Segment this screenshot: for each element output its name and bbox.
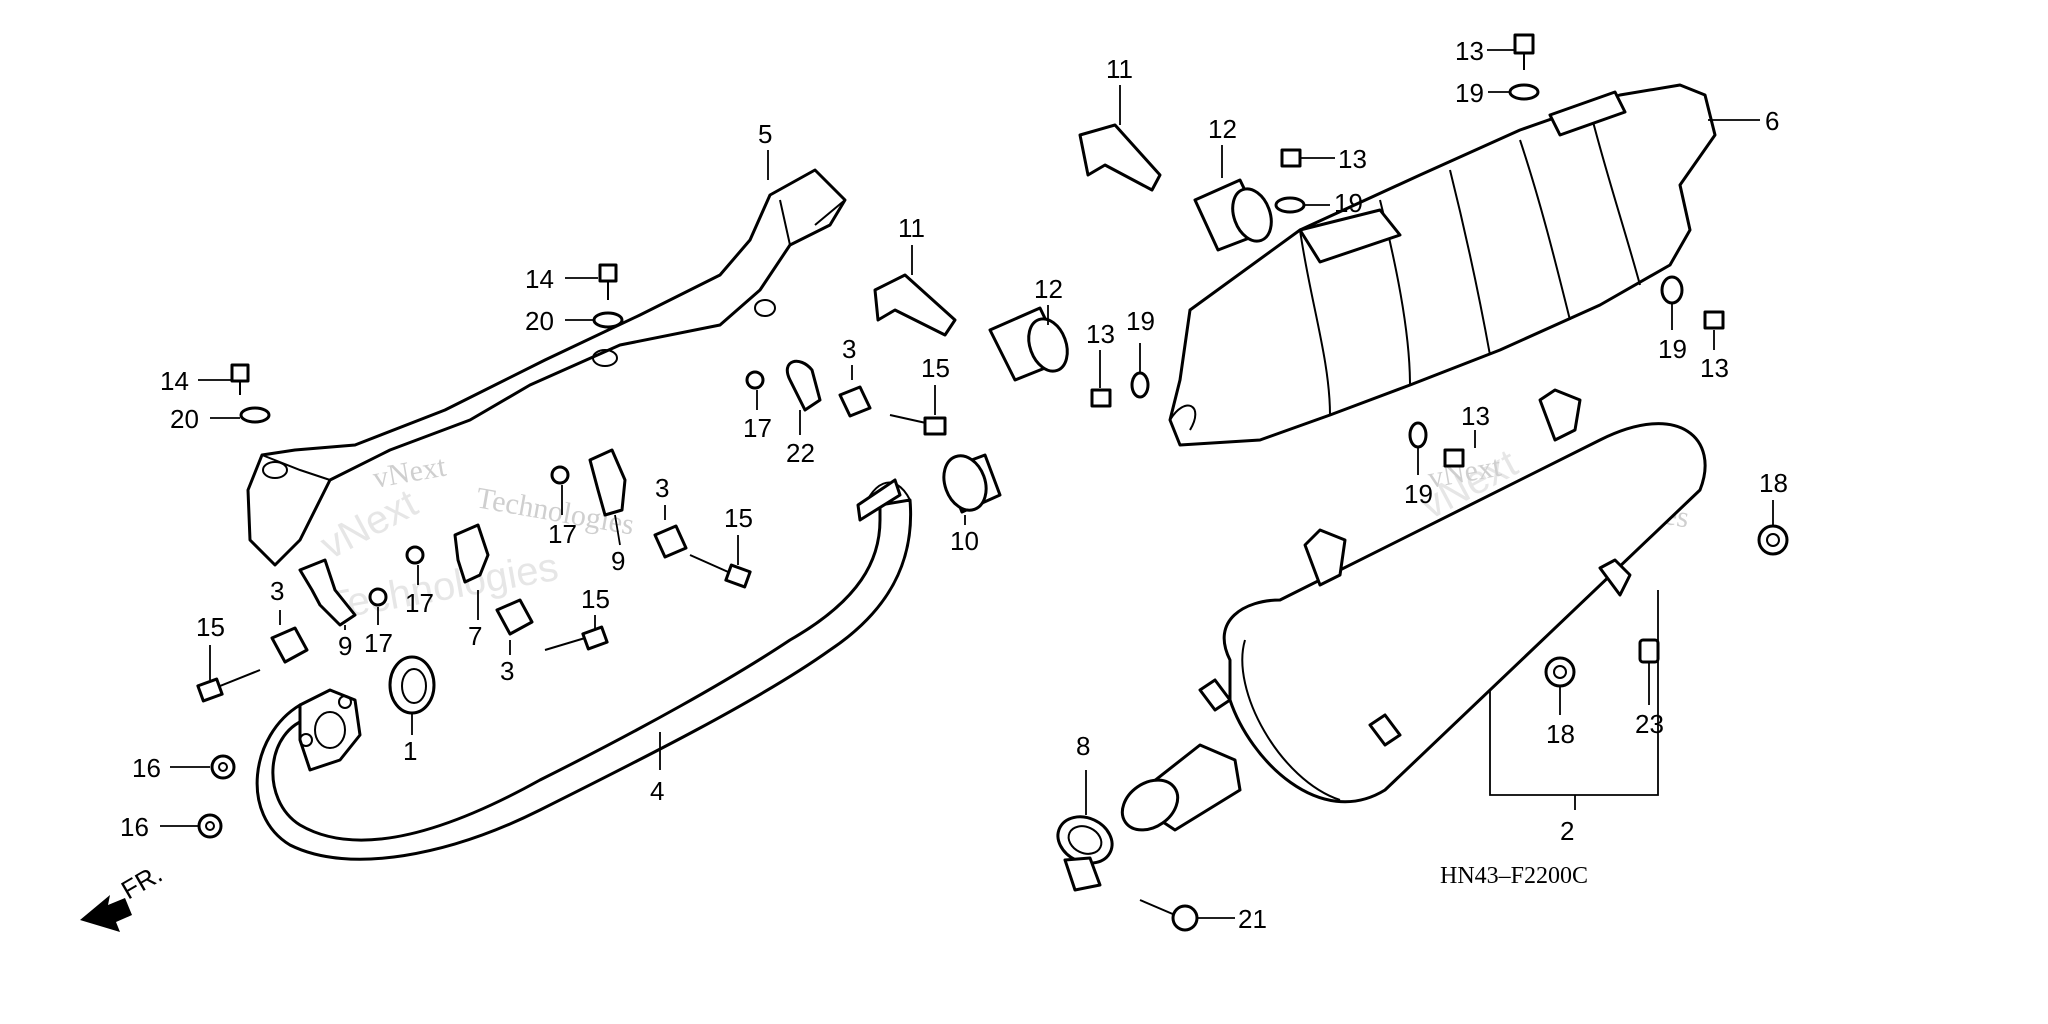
pipe-holder-part [786,359,822,412]
callout-9: 9 [611,546,625,576]
drain-plug-part [1638,638,1660,664]
callout-4: 4 [650,776,664,806]
front-direction-arrow: FR. [80,858,167,932]
band-clamp-part [1056,815,1114,892]
callout-9: 9 [338,631,352,661]
flange-bolt-part [230,263,624,424]
heat-shield-part [1168,83,1717,447]
mounting-collar-part [873,123,1162,337]
muffler-assembly-bracket [1489,590,1659,810]
diagram-code: HN43–F2200C [1440,863,1588,889]
callout-13: 13 [1086,319,1115,349]
callout-13: 13 [1700,353,1729,383]
collar-part [270,385,872,664]
callout-14: 14 [160,366,189,396]
callout-3: 3 [270,576,284,606]
hanger-bracket-part [246,168,847,567]
callout-12: 12 [1208,114,1237,144]
callout-17: 17 [405,588,434,618]
callout-21: 21 [1238,904,1267,934]
callout-3: 3 [655,473,669,503]
callout-15: 15 [921,353,950,383]
callout-19: 19 [1404,479,1433,509]
callout-17: 17 [548,519,577,549]
callout-20: 20 [170,404,199,434]
callout-6: 6 [1765,106,1779,136]
callout-8: 8 [1076,731,1090,761]
callout-23: 23 [1635,709,1664,739]
callout-14: 14 [525,264,554,294]
exhaust-pipe-part [255,478,913,861]
callout-7: 7 [468,621,482,651]
callout-3: 3 [842,334,856,364]
callout-18: 18 [1759,468,1788,498]
callout-10: 10 [950,526,979,556]
front-direction-label: FR. [116,858,167,905]
washer-19-part [1130,83,1684,449]
callout-11: 11 [1106,54,1133,84]
callout-3: 3 [500,656,514,686]
callout-19: 19 [1455,78,1484,108]
clamp-9-upper [588,448,627,517]
callout-11: 11 [898,213,925,243]
watermark-name: vNext [370,450,449,495]
callout-19: 19 [1658,334,1687,364]
callout-17: 17 [743,413,772,443]
bolt-13-part [1090,33,1725,468]
rubber-grommet-part [988,178,1273,382]
clamp-9-lower [298,558,357,627]
callout-18: 18 [1546,719,1575,749]
callout-15: 15 [724,503,753,533]
callouts: 1 2 3 3 3 3 4 5 6 7 8 9 9 10 11 11 12 12 [120,36,1788,934]
callout-20: 20 [525,306,554,336]
callout-5: 5 [758,119,772,149]
callout-19: 19 [1334,188,1363,218]
sleeve-part [942,453,1002,514]
callout-16: 16 [120,812,149,842]
gasket-part [388,655,436,715]
callout-1: 1 [403,736,417,766]
bolt-part [196,414,947,703]
callout-17: 17 [364,628,393,658]
clamp-7 [453,523,490,584]
nut-part [197,370,765,839]
callout-13: 13 [1455,36,1484,66]
callout-19: 19 [1126,306,1155,336]
callout-15: 15 [581,584,610,614]
callout-22: 22 [786,438,815,468]
callout-13: 13 [1338,144,1367,174]
callout-2: 2 [1560,816,1574,846]
callout-12: 12 [1034,274,1063,304]
muffler-part [1120,388,1707,832]
callout-13: 13 [1461,401,1490,431]
callout-15: 15 [196,612,225,642]
bolt-21-part [1139,899,1199,932]
callout-16: 16 [132,753,161,783]
